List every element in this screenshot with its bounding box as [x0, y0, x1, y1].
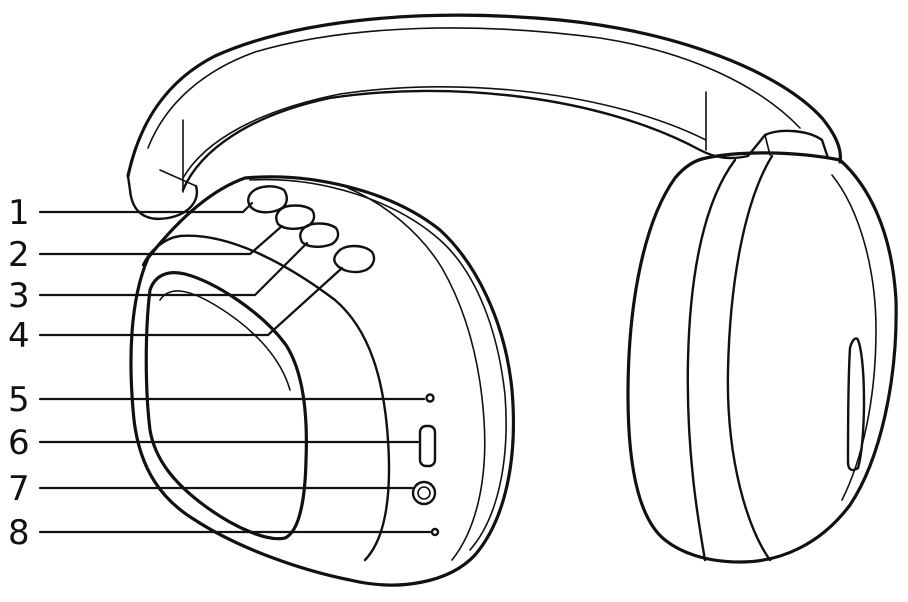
callout-number-1: 1 — [8, 193, 30, 233]
button-4 — [333, 244, 376, 274]
mic-hole-upper — [425, 393, 435, 403]
right-ear-cup — [626, 151, 898, 564]
callout-number-8: 8 — [8, 513, 30, 553]
leader-2 — [38, 224, 284, 256]
callout-number-2: 2 — [8, 235, 30, 275]
aux-jack-outer — [411, 480, 437, 506]
leader-1 — [38, 201, 254, 214]
leader-4 — [38, 266, 344, 337]
callout-number-7: 7 — [8, 469, 30, 509]
button-3 — [299, 222, 340, 248]
callout-numbers: 1 2 3 4 5 6 7 8 — [8, 193, 30, 553]
aux-jack-inner — [417, 486, 431, 500]
callout-number-5: 5 — [8, 380, 30, 420]
mic-hole-lower — [430, 527, 440, 537]
callout-number-6: 6 — [8, 423, 30, 463]
callout-leaders — [38, 201, 432, 534]
headband — [126, 13, 842, 221]
leader-3 — [38, 241, 309, 297]
left-ear-cup — [129, 175, 516, 587]
callout-number-3: 3 — [8, 276, 30, 316]
callout-number-4: 4 — [8, 316, 30, 356]
usb-c-port — [418, 424, 437, 468]
